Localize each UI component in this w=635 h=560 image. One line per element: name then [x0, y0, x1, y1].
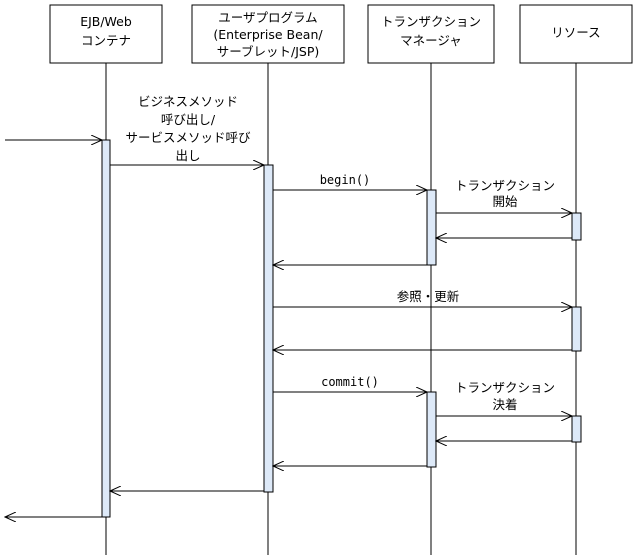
- label-tx-settle-1: トランザクション: [455, 380, 555, 395]
- participant-box-container: [49, 4, 163, 64]
- participant-label-user-program-2: (Enterprise Bean/: [213, 27, 323, 42]
- activation-user-program: [263, 164, 274, 493]
- label-begin: begin(): [320, 173, 371, 187]
- activation-tm-begin: [426, 189, 437, 266]
- label-ref-update: 参照・更新: [397, 289, 460, 304]
- participant-label-user-program-3: サーブレット/JSP): [217, 44, 320, 59]
- participant-label-resource: リソース: [551, 25, 600, 40]
- label-business-call-2: 呼び出し/: [161, 112, 216, 127]
- activation-tm-commit: [426, 391, 437, 468]
- label-tx-start-2: 開始: [492, 194, 518, 209]
- participant-box-user-program: [191, 4, 345, 64]
- participant-label-user-program-1: ユーザプログラム: [218, 10, 317, 25]
- activation-container: [101, 139, 111, 518]
- label-business-call-1: ビジネスメソッド: [138, 94, 238, 109]
- participant-box-resource: [519, 4, 633, 64]
- participant-label-transaction-manager-2: マネージャ: [400, 33, 462, 48]
- label-business-call-3: サービスメソッド呼び: [125, 130, 251, 145]
- participant-box-transaction-manager: [367, 4, 495, 64]
- label-tx-start-1: トランザクション: [455, 178, 555, 193]
- label-tx-settle-2: 決着: [492, 397, 517, 412]
- participant-label-container-1: EJB/Web: [80, 14, 132, 29]
- activation-resource-2: [571, 306, 582, 352]
- participant-label-transaction-manager-1: トランザクション: [381, 14, 481, 29]
- label-commit: commit(): [321, 375, 379, 389]
- activation-resource-1: [571, 212, 582, 241]
- label-business-call-4: 出し: [175, 148, 200, 163]
- activation-resource-3: [571, 415, 582, 443]
- participant-label-container-2: コンテナ: [81, 33, 131, 48]
